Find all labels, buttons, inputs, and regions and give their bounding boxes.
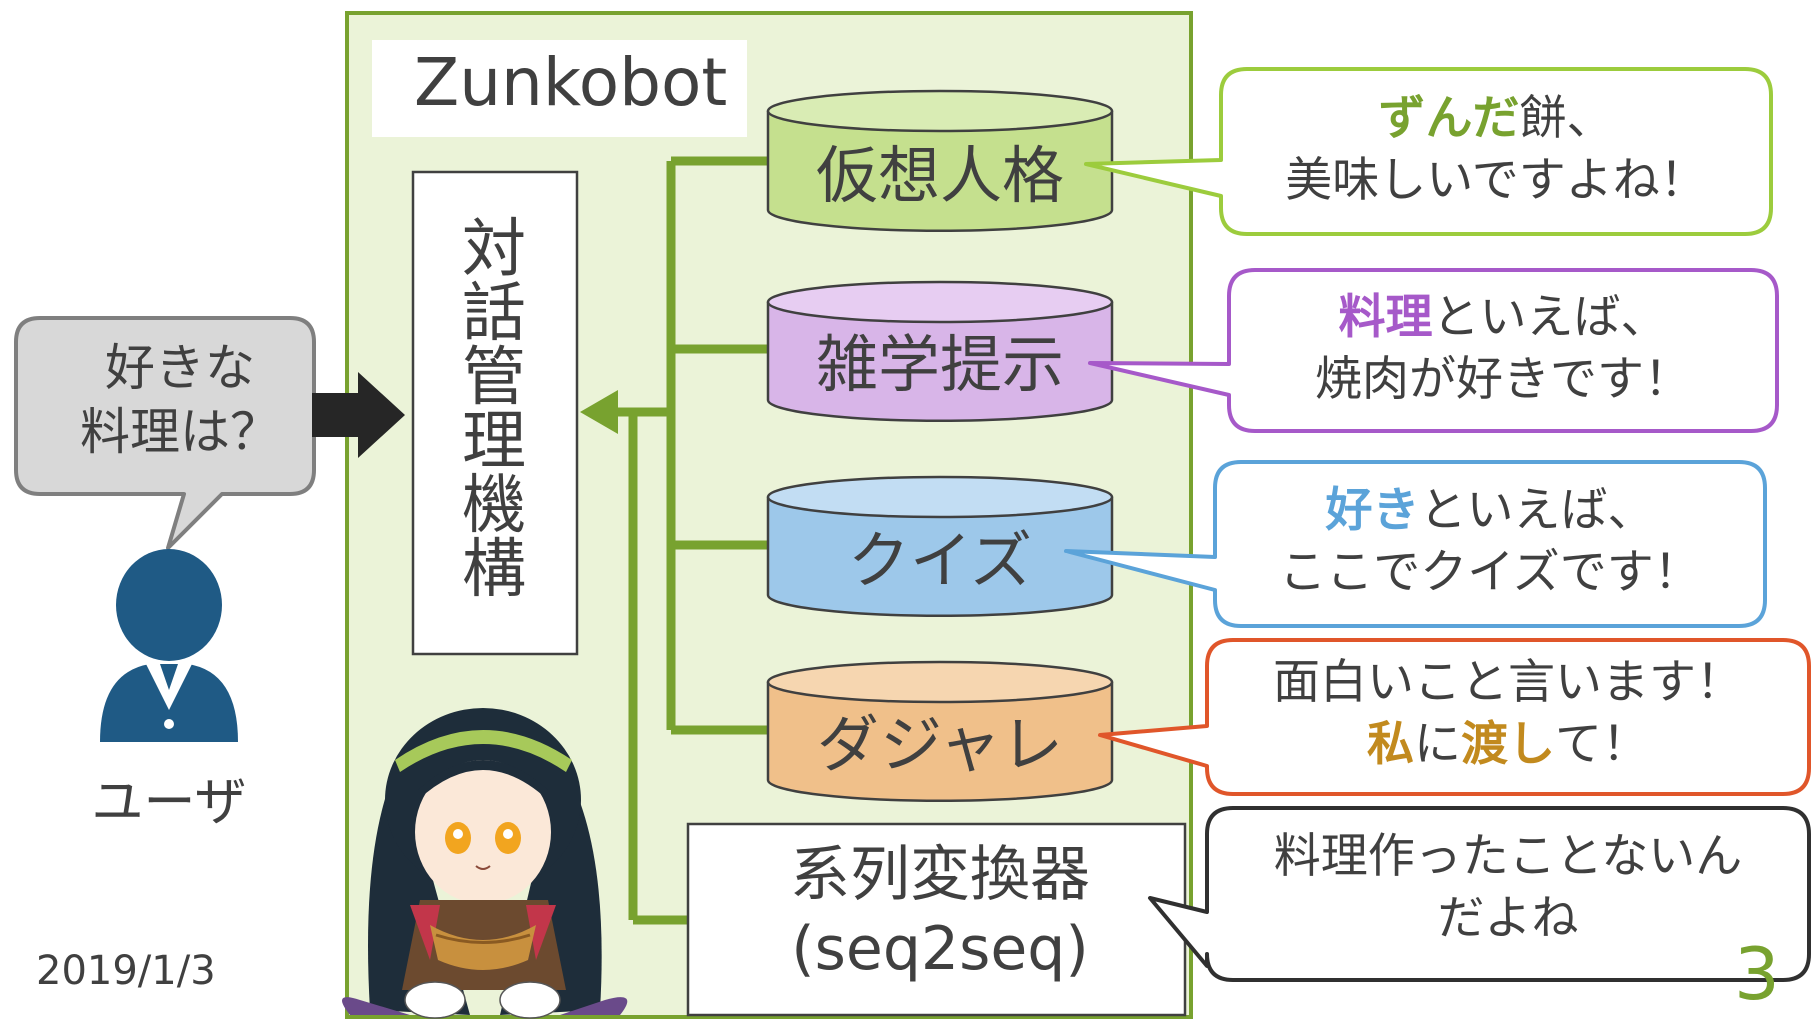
response-text: 面白いこと言います！ [1273,655,1743,710]
response-text: 美味しいですよね！ [1285,153,1707,208]
module-trivia-label: 雑学提示 [815,328,1064,401]
user-icon [100,549,238,742]
response-text: 焼肉が好きです！ [1315,352,1691,407]
manager-char: 話 [462,277,526,351]
module-persona-label: 仮想人格 [815,139,1064,212]
question-line1: 好きな [105,339,255,397]
response-text: 料理作ったことないん [1273,829,1743,884]
bubble-pun [1098,638,1811,796]
response-highlight: 渡し [1461,717,1555,772]
slide-page-number: 3 [1734,932,1780,1016]
seq2seq-line2: (seq2seq) [791,914,1089,984]
dialogue-manager-label: 対 話 管 理 機 構 [416,176,572,644]
module-trivia [766,280,1114,422]
question-line2: 料理は？ [80,403,280,461]
mascot-illustration [342,708,628,1019]
seq2seq-line1: 系列変換器 [790,840,1090,910]
module-connectors [618,156,773,925]
response-text: 餅、 [1519,91,1614,146]
response-text: といえば、 [1419,483,1655,538]
module-quiz-label: クイズ [847,524,1033,597]
response-text: だよね [1437,891,1579,946]
user-question-text: 好きな 料理は？ [40,336,320,464]
response-pun: 面白いこと言います！ 私に渡して！ [1207,652,1809,776]
response-persona: ずんだ餅、 美味しいですよね！ [1221,88,1771,212]
manager-char: 対 [462,213,526,287]
response-highlight: 好き [1325,483,1420,538]
title-box [372,40,747,137]
module-pun-label: ダジャレ [816,708,1064,781]
manager-char: 機 [462,469,526,543]
module-persona [766,89,1114,232]
response-highlight: ずんだ [1378,91,1520,146]
bubble-persona [1084,67,1773,236]
response-seq2seq: 料理作ったことないん だよね [1207,826,1809,950]
bus-arrowhead [580,390,618,434]
manager-char: 管 [462,341,526,415]
manager-char: 理 [462,405,526,479]
bubble-seq2seq [1148,806,1811,982]
slide-date: 2019/1/3 [36,948,216,994]
response-highlight: 私 [1367,717,1414,772]
response-text: といえば、 [1432,290,1668,345]
response-trivia: 料理といえば、 焼肉が好きです！ [1229,287,1777,411]
response-highlight: 料理 [1338,290,1433,345]
manager-char: 構 [462,533,526,607]
user-question-bubble [14,316,316,550]
module-quiz [766,475,1114,617]
user-label: ユーザ [91,773,247,833]
response-quiz: 好きといえば、 ここでクイズです！ [1215,480,1765,604]
dialogue-manager-box [411,170,579,656]
response-text: に [1414,717,1461,772]
input-arrow [312,372,405,458]
bubble-quiz [1064,460,1767,628]
response-text: て！ [1555,717,1649,772]
bot-title: Zunkobot [414,44,728,121]
bubble-trivia [1088,268,1779,433]
seq2seq-label: 系列変換器 (seq2seq) [690,838,1190,986]
module-pun [766,660,1114,802]
response-text: ここでクイズです！ [1279,545,1701,600]
